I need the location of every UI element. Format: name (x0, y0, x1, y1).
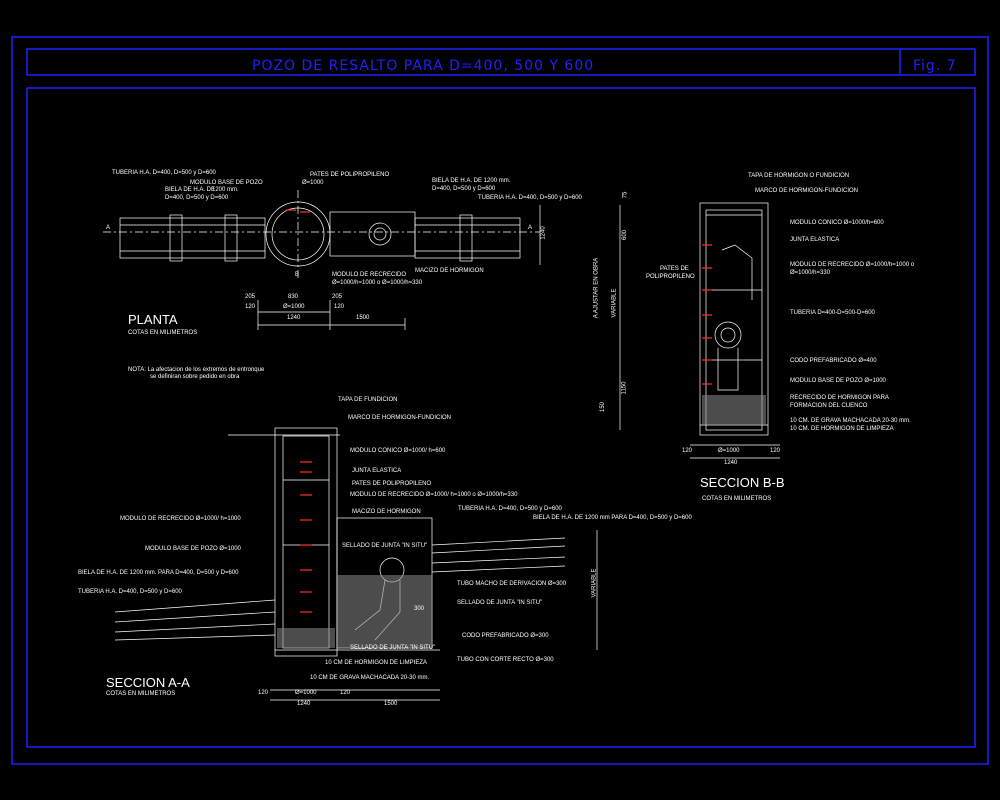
planta-label-modulo-base-d: Ø=1000 (302, 180, 324, 186)
aa-label-tubo-corte: TUBO CON CORTE RECTO Ø=300 (457, 657, 554, 663)
planta-note-line2: se definiran sobre pedido en obra (150, 374, 240, 380)
aa-label-hormigon: 10 CM DE HORMIGON DE LIMPIEZA (325, 660, 428, 666)
aa-label-recrecido-l: MODULO DE RECRECIDO Ø=1000/ h=1000 (120, 516, 241, 522)
bb-dim-120b: 120 (770, 448, 781, 454)
pates-markers (286, 209, 712, 613)
bb-label-a-ajustar: A AJUSTAR EN OBRA (593, 257, 600, 319)
bb-dim-1240: 1240 (724, 460, 738, 466)
planta-label-pates: PATES DE POLIPROPILENO (310, 172, 390, 178)
title-block (26, 48, 976, 76)
bb-label-junta: JUNTA ELASTICA (790, 237, 840, 243)
planta-cut-a-right: A (528, 225, 533, 231)
aa-label-sellado1: SELLADO DE JUNTA "IN SITU" (342, 543, 428, 549)
aa-dim-phi: Ø=1000 (295, 690, 317, 696)
aa-label-biela-r: BIELA DE H.A. DE 1200 mm PARA D=400, D=5… (533, 515, 692, 521)
aa-label-macizo: MACIZO DE HORMIGON (352, 509, 421, 515)
aa-dim-1500: 1500 (384, 701, 398, 707)
bb-dim-1150: 1150 (621, 381, 628, 395)
aa-label-recrecido-r: MODULO DE RECRECIDO Ø=1000/ h=1000 o Ø=1… (350, 492, 518, 498)
planta-label-recrecido2: Ø=1000/h=1000 o Ø=1000/h=330 (332, 280, 423, 286)
aa-dim-300: 300 (414, 606, 425, 612)
bb-label-variable: VARIABLE (611, 288, 618, 318)
figure-number: Fig. 7 (913, 58, 957, 74)
aa-label-variable: VARIABLE (591, 568, 598, 598)
seccion-bb-drawing (619, 202, 780, 459)
planta-dim-205a: 205 (245, 294, 256, 300)
aa-dim-120b: 120 (340, 690, 351, 696)
bb-label-conico: MODULO CONICO Ø=1000/h=600 (790, 220, 884, 226)
planta-dim-1240: 1240 (287, 315, 301, 321)
drawing-border (26, 87, 976, 748)
planta-label-recrecido1: MODULO DE RECRECIDO (332, 272, 407, 278)
bb-label-base: MODULO BASE DE POZO Ø=1000 (790, 378, 886, 384)
aa-dim-120a: 120 (258, 690, 269, 696)
planta-dim-120a: 120 (245, 304, 256, 310)
bb-label-pates2: POLIPROPILENO (646, 274, 695, 280)
planta-cut-b: B (295, 272, 300, 278)
aa-label-base: MODULO BASE DE POZO Ø=1000 (145, 546, 241, 552)
bb-label-hormigon: 10 CM. DE HORMIGON DE LIMPIEZA (790, 426, 894, 432)
planta-dim-1500: 1500 (356, 315, 370, 321)
aa-label-tuberia-r: TUBERIA H.A. D=400, D=500 y D=600 (458, 506, 562, 512)
planta-dim-205b: 205 (332, 294, 343, 300)
aa-label-macho: TUBO MACHO DE DERIVACION Ø=300 (457, 581, 567, 587)
bb-label-recrecido-h1: RECRECIDO DE HORMIGON PARA (790, 395, 889, 401)
seccion-bb-title: SECCION B-B (700, 475, 785, 490)
bb-dim-phi: Ø=1000 (718, 448, 740, 454)
bb-label-marco: MARCO DE HORMIGON-FUNDICION (755, 188, 858, 194)
planta-label-macizo: MACIZO DE HORMIGON (415, 268, 484, 274)
aa-label-junta: JUNTA ELASTICA (352, 468, 402, 474)
planta-label-biela-r1: BIELA DE H.A. DE 1200 mm. (432, 178, 511, 184)
aa-label-codo: CODO PREFABRICADO Ø=300 (462, 633, 549, 639)
bb-label-grava: 10 CM. DE GRAVA MACHACADA 20-30 mm. (790, 418, 911, 424)
seccion-bb-subtitle: COTAS EN MILIMETROS (702, 496, 772, 502)
planta-drawing (103, 190, 541, 330)
outer-border (11, 36, 989, 765)
aa-label-pates: PATES DE POLIPROPILENO (352, 481, 432, 487)
aa-label-biela-l: BIELA DE H.A. DE 1200 mm. PARA D=400, D=… (78, 570, 239, 576)
planta-note-line1: NOTA: La afectacion de los extremos de e… (128, 367, 265, 373)
seccion-aa-title: SECCION A-A (106, 675, 190, 690)
bb-label-recrecido1: MODULO DE RECRECIDO Ø=1000/h=1000 o (790, 262, 915, 268)
planta-dim-1240-vertical: 1240 (540, 226, 547, 240)
aa-label-grava: 10 CM DE GRAVA MACHACADA 20-30 mm. (310, 675, 430, 681)
bb-label-codo: CODO PREFABRICADO Ø=400 (790, 358, 877, 364)
bb-dim-150: 150 (600, 401, 607, 413)
aa-label-sellado2: SELLADO DE JUNTA "IN SITU" (457, 600, 543, 606)
aa-label-marco: MARCO DE HORMIGON-FUNDICION (348, 415, 451, 421)
aa-dim-1240: 1240 (297, 701, 311, 707)
planta-label-modulo-base: MODULO BASE DE POZO (190, 180, 263, 186)
aa-label-tuberia-l: TUBERIA H.A. D=400, D=500 y D=600 (78, 589, 182, 595)
planta-title: PLANTA (128, 312, 178, 327)
planta-subtitle: COTAS EN MILIMETROS (128, 330, 198, 336)
bb-dim-600: 600 (622, 229, 629, 241)
aa-label-tapa: TAPA DE FUNDICION (338, 397, 398, 403)
bb-label-recrecido-h2: FORMACION DEL CUENCO (790, 403, 868, 409)
bb-label-tapa: TAPA DE HORMIGON O FUNDICION (748, 173, 850, 179)
planta-dim-830: 830 (288, 294, 299, 300)
planta-label-biela3: D=400, D=500 y D=600 (165, 195, 229, 201)
planta-label-tuberia: TUBERIA H.A. D=400, D=500 y D=600 (112, 170, 216, 176)
bb-label-recrecido2: Ø=1000/h=330 (790, 270, 831, 276)
planta-label-biela: BIELA DE H.A. DE (165, 187, 216, 193)
bb-dim-120a: 120 (682, 448, 693, 454)
planta-label-biela2: 1200 mm. (212, 187, 239, 193)
bb-label-pates1: PATES DE (660, 266, 689, 272)
bb-label-tuberia: TUBERIA D=400-D=500-D=600 (790, 310, 875, 316)
drawing-title: POZO DE RESALTO PARA D=400, 500 Y 600 (252, 58, 595, 74)
planta-dim-phi: Ø=1000 (283, 304, 305, 310)
planta-label-tuberia-r: TUBERIA H.A. D=400, D=500 y D=600 (478, 195, 582, 201)
aa-label-sellado3: SELLADO DE JUNTA "IN SITU" (350, 645, 436, 651)
planta-label-biela-r2: D=400, D=500 y D=600 (432, 186, 496, 192)
planta-dim-120b: 120 (334, 304, 345, 310)
bb-dim-75: 75 (622, 191, 629, 199)
aa-label-conico: MODULO CONICO Ø=1000/ h=600 (350, 448, 446, 454)
planta-cut-a-left: A (106, 225, 111, 231)
seccion-aa-subtitle: COTAS EN MILIMETROS (106, 691, 176, 697)
